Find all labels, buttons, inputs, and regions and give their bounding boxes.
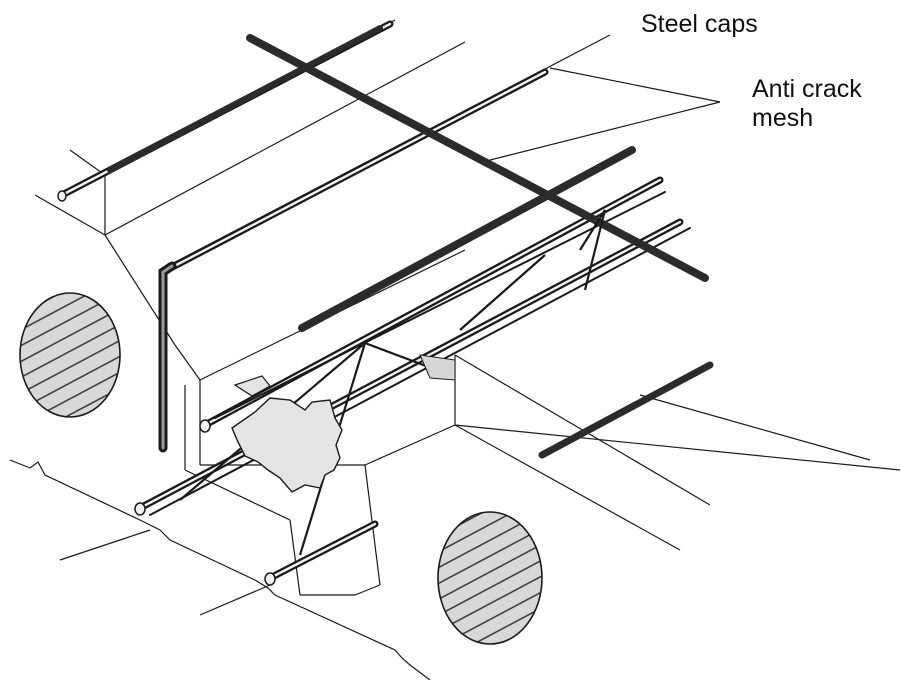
leader-lines [489, 67, 721, 161]
label-steel-caps: Steel caps [641, 10, 758, 38]
vertical-hook-bar [158, 261, 177, 453]
label-anti-crack-mesh-line1: Anti crack [752, 75, 862, 103]
concrete-outline [9, 19, 901, 681]
shaded-plate [419, 354, 456, 381]
steel-cap-fragment [231, 397, 343, 493]
label-anti-crack-mesh: Anti crack mesh [752, 75, 862, 133]
bar-end-caps [57, 190, 276, 586]
hatched-opening-left [19, 292, 121, 418]
label-anti-crack-mesh-line2: mesh [752, 103, 814, 132]
hatched-opening-right [437, 511, 543, 645]
steel-cap-small [233, 375, 271, 397]
dark-steel-bars [107, 25, 714, 459]
